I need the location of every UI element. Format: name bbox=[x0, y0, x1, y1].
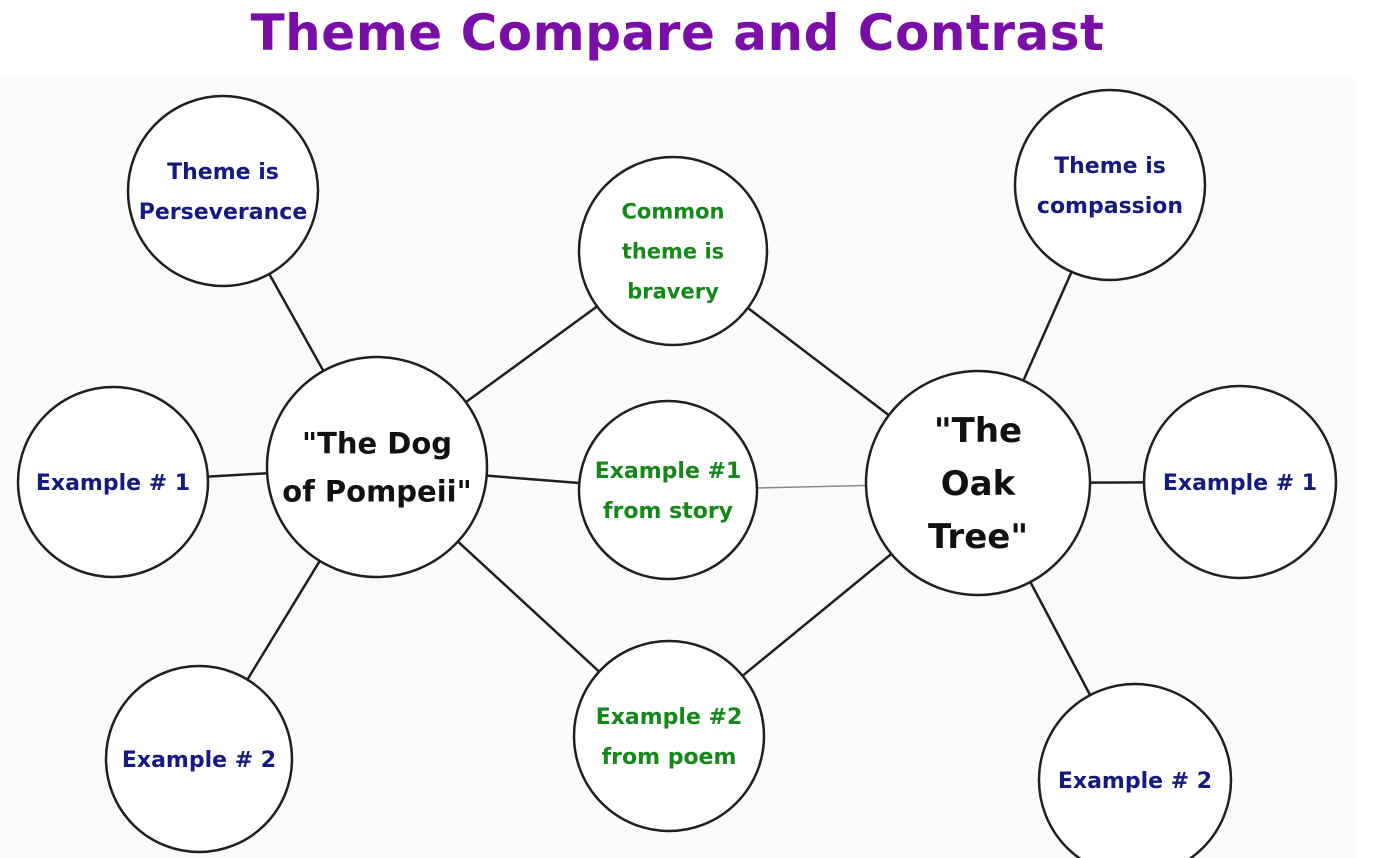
connector-right-center-to-middle-example-1 bbox=[756, 484, 867, 489]
node-circle bbox=[265, 355, 489, 579]
node-label-line: bravery bbox=[627, 280, 719, 304]
node-label-line: Example # 1 bbox=[1163, 471, 1317, 496]
connector-right-center-to-middle-example-2 bbox=[741, 552, 893, 677]
node-label-line: Example #2 bbox=[596, 705, 743, 730]
node-common-theme: Common theme is bravery bbox=[577, 155, 769, 347]
node-circle bbox=[572, 639, 766, 833]
node-label-line: from story bbox=[603, 499, 733, 524]
node-label-line: Common bbox=[622, 200, 725, 224]
connector-left-center-to-common-theme bbox=[465, 305, 598, 404]
connector-left-center-to-left-example-2 bbox=[246, 560, 321, 681]
connector-left-center-to-middle-example-2 bbox=[457, 540, 600, 673]
node-label-line: Theme is bbox=[167, 160, 279, 185]
node-circle bbox=[864, 369, 1092, 597]
node-label-line: Example # 1 bbox=[36, 471, 190, 496]
node-middle-example-1: Example #1 from story bbox=[577, 399, 759, 581]
node-circle bbox=[126, 94, 320, 288]
node-middle-example-2: Example #2 from poem bbox=[572, 639, 766, 833]
node-left-theme: Theme is Perseverance bbox=[126, 94, 320, 288]
node-label-line: theme is bbox=[622, 240, 724, 264]
node-label-line: compassion bbox=[1037, 194, 1183, 219]
node-label-line: Example # 2 bbox=[1058, 769, 1212, 794]
node-label-line: Perseverance bbox=[139, 200, 308, 225]
node-right-example-1: Example # 1 bbox=[1142, 384, 1338, 580]
node-label-line: Example #1 bbox=[595, 459, 742, 484]
node-label-line: Theme is bbox=[1054, 154, 1166, 179]
connector-right-center-to-right-example-2 bbox=[1029, 581, 1092, 696]
node-circle bbox=[1037, 682, 1233, 858]
node-label-line: of Pompeii" bbox=[282, 474, 471, 508]
connector-right-center-to-right-theme bbox=[1022, 271, 1073, 382]
node-circle bbox=[1142, 384, 1338, 580]
node-label-line: from poem bbox=[602, 745, 737, 770]
node-label-line: Tree" bbox=[928, 517, 1028, 557]
node-left-center: "The Dog of Pompeii" bbox=[265, 355, 489, 579]
node-circle bbox=[577, 399, 759, 581]
node-circle bbox=[16, 385, 210, 579]
node-left-example-2: Example # 2 bbox=[104, 664, 294, 854]
connector-right-center-to-common-theme bbox=[747, 306, 890, 417]
connector-left-center-to-middle-example-1 bbox=[486, 474, 580, 485]
node-label-line: Example # 2 bbox=[122, 748, 276, 773]
connector-lines bbox=[207, 271, 1145, 696]
node-right-example-2: Example # 2 bbox=[1037, 682, 1233, 858]
node-label-line: "The Dog bbox=[302, 426, 452, 460]
node-circle bbox=[1013, 88, 1207, 282]
node-right-theme: Theme is compassion bbox=[1013, 88, 1207, 282]
node-circle bbox=[104, 664, 294, 854]
node-label-line: Oak bbox=[941, 464, 1017, 504]
page-title: Theme Compare and Contrast bbox=[250, 4, 1105, 62]
node-circle bbox=[577, 155, 769, 347]
node-left-example-1: Example # 1 bbox=[16, 385, 210, 579]
connector-left-center-to-left-example-1 bbox=[207, 471, 268, 478]
node-label-line: "The bbox=[934, 411, 1022, 451]
connector-left-center-to-left-theme bbox=[268, 273, 325, 372]
